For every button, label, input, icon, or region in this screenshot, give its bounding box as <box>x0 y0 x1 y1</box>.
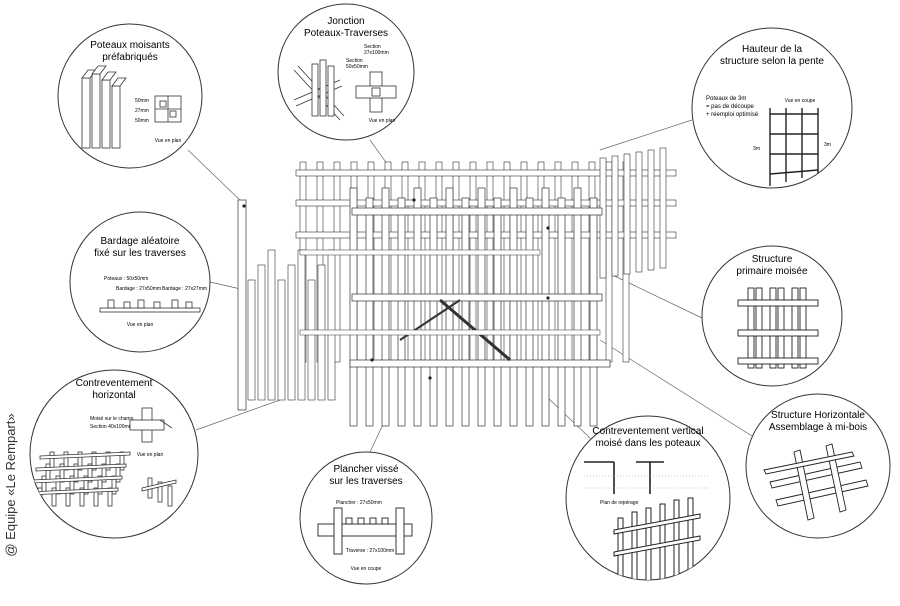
hauteur-sketch <box>769 108 819 186</box>
contrev-h-caption: Vue en plan <box>137 452 164 458</box>
bardage-caption: Vue en plan <box>127 322 154 328</box>
poteaux-dim-b: 27mm <box>135 108 149 114</box>
primaire-sketch <box>737 287 819 369</box>
poteaux-sketch <box>81 65 182 149</box>
bardage-title-2: fixé sur les traverses <box>94 248 186 259</box>
bardage-label-a: Poteaux : 50x50mm <box>104 276 148 282</box>
contrev-v-sketch <box>584 461 710 580</box>
jonction-label-b2: 50x50mm <box>346 64 368 70</box>
jonction-title-1: Jonction <box>327 16 364 27</box>
callout-structure-horizontale: Structure Horizontale Assemblage à mi-bo… <box>745 393 891 539</box>
callout-jonction-poteaux-traverses: Jonction Poteaux-Traverses Section 27x10… <box>277 3 415 141</box>
central-structure-axonometric <box>237 147 677 427</box>
poteaux-title-2: préfabriqués <box>102 52 158 63</box>
hauteur-dim-left: 3m <box>753 146 760 152</box>
hauteur-dim-right: 3m <box>824 142 831 148</box>
hauteur-caption: Vue en coupe <box>785 98 816 104</box>
callout-contreventement-horizontal: Contreventement horizontal Moisé sur le … <box>29 369 199 539</box>
poteaux-dim-c: 50mm <box>135 118 149 124</box>
poteaux-caption: Vue en plan <box>155 138 182 144</box>
contrev-h-sketch <box>30 407 177 507</box>
contrev-h-title-1: Contreventement <box>76 378 153 389</box>
hauteur-note-1: Poteaux de 3m <box>706 96 746 102</box>
callout-contreventement-vertical: Contreventement vertical moisé dans les … <box>565 415 731 581</box>
bardage-label-c: Bardage : 27x27mm <box>162 286 207 292</box>
hauteur-note-2: = pas de découpe <box>706 104 755 110</box>
horizontale-title-2: Assemblage à mi-bois <box>769 422 867 433</box>
contrev-v-caption: Plan de repérage <box>600 500 639 506</box>
callout-structure-primaire: Structure primaire moisée <box>701 245 843 387</box>
primaire-title-2: primaire moisée <box>736 266 808 277</box>
contrev-h-title-2: horizontal <box>92 390 135 401</box>
poteaux-title-1: Poteaux moisants <box>90 40 170 51</box>
jonction-label-a2: 27x100mm <box>364 50 389 56</box>
callout-bardage-aleatoire: Bardage aléatoire fixé sur les traverses… <box>69 211 211 353</box>
hauteur-note-3: + réemploi optimisé <box>706 112 759 118</box>
hauteur-title-2: structure selon la pente <box>720 56 824 67</box>
contrev-v-title-1: Contreventement vertical <box>592 426 703 437</box>
leader-lines <box>187 119 753 453</box>
bardage-title-1: Bardage aléatoire <box>101 236 180 247</box>
horizontale-title-1: Structure Horizontale <box>771 410 865 421</box>
bardage-label-b: Bardage : 27x50mm <box>116 286 161 292</box>
jonction-label-a: Section <box>364 44 381 50</box>
plancher-title-1: Plancher vissé <box>333 464 398 475</box>
bardage-sketch <box>99 299 201 313</box>
contrev-v-title-2: moisé dans les poteaux <box>595 438 700 449</box>
poteaux-dim-a: 50mm <box>135 98 149 104</box>
hauteur-title-1: Hauteur de la <box>742 44 802 55</box>
jonction-label-b: Section <box>346 58 363 64</box>
jonction-caption: Vue en plan <box>369 118 396 124</box>
plancher-title-2: sur les traverses <box>329 476 402 487</box>
callout-hauteur-structure: Hauteur de la structure selon la pente P… <box>691 27 853 189</box>
jonction-title-2: Poteaux-Traverses <box>304 28 388 39</box>
plancher-caption: Vue en coupe <box>351 566 382 572</box>
horizontale-sketch <box>763 443 869 521</box>
contrev-h-label-a: Moisé sur le champ <box>90 416 134 422</box>
plancher-sketch <box>317 507 413 555</box>
callout-poteaux-moisants: Poteaux moisants préfabriqués 50mm 27mm … <box>57 23 203 169</box>
plancher-label-a: Plancher : 27x50mm <box>336 500 382 506</box>
plancher-label-b: Traverse : 27x100mm <box>346 548 394 554</box>
callout-plancher-visse: Plancher vissé sur les traverses Planche… <box>299 451 433 585</box>
contrev-h-label-b: Section 40x100mm <box>90 424 133 430</box>
primaire-title-1: Structure <box>752 254 793 265</box>
jonction-sketch <box>293 59 397 121</box>
